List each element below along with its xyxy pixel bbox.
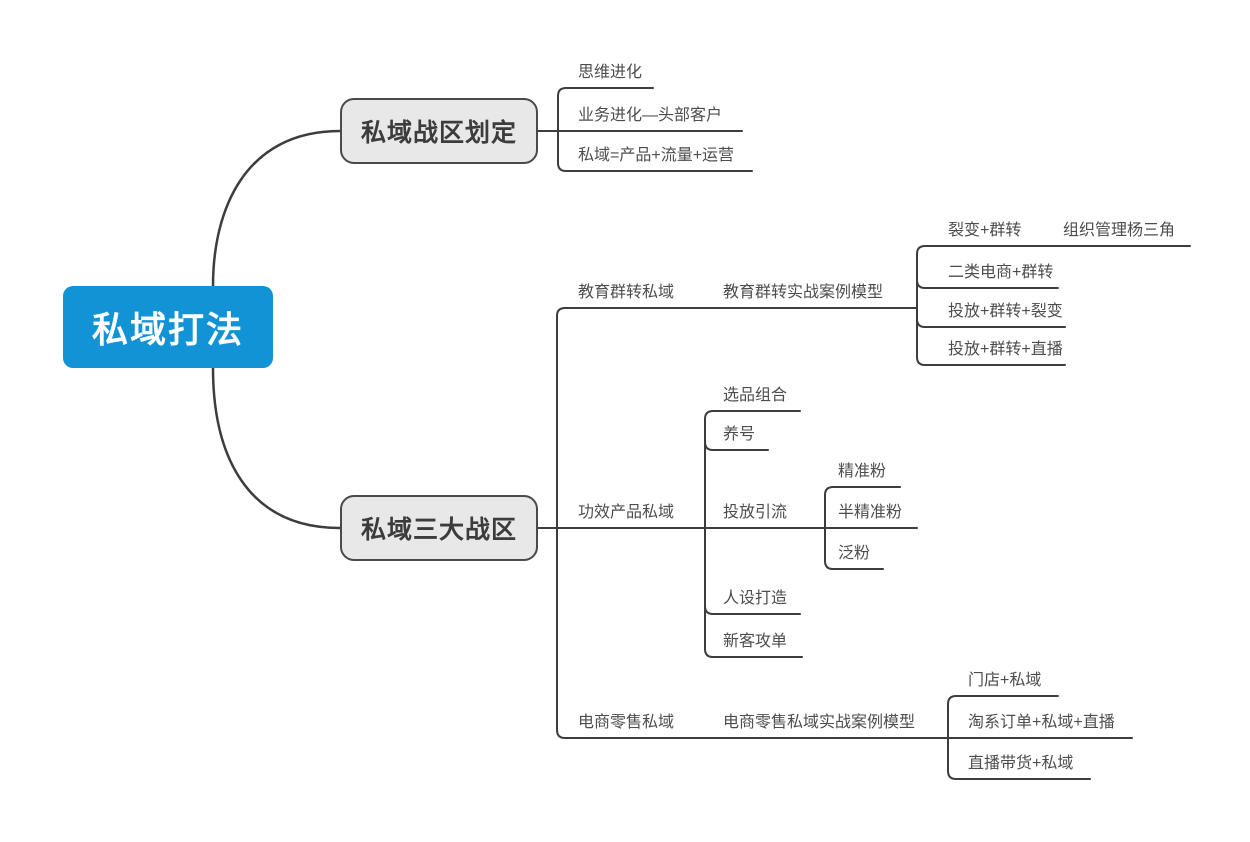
connector-new-customer-closing	[704, 648, 803, 658]
node-general-fans[interactable]: 泛粉	[838, 545, 871, 562]
connector-store-private	[947, 695, 1059, 705]
connector-ecommerce-retail	[556, 729, 946, 739]
node-org-management-triangle[interactable]: 组织管理杨三角	[1063, 222, 1176, 239]
connector-thinking-evolution	[557, 87, 654, 97]
node-efficacy-product[interactable]: 功效产品私域	[578, 504, 675, 521]
connector-ads-group-fission	[916, 318, 1066, 328]
node-education-case-models[interactable]: 教育群转实战案例模型	[723, 284, 884, 301]
node-education-group-conversion[interactable]: 教育群转私域	[578, 284, 675, 301]
node-ad-traffic[interactable]: 投放引流	[723, 504, 788, 521]
connector-account-nurturing	[704, 441, 769, 451]
branch-node-zone-division[interactable]: 私域战区划定	[340, 98, 538, 164]
connector-education-group	[556, 307, 917, 317]
node-livestream-sales-private[interactable]: 直播带货+私域	[968, 755, 1074, 772]
node-ecommerce-retail[interactable]: 电商零售私域	[578, 714, 675, 731]
connector-livestream-sales	[947, 770, 1091, 780]
node-precise-fans[interactable]: 精准粉	[838, 463, 887, 480]
connector-precise-fans	[824, 486, 901, 496]
node-business-evolution-head-clients[interactable]: 业务进化—头部客户	[578, 107, 723, 124]
connector-class2-ecommerce	[916, 279, 1059, 289]
node-new-customer-closing[interactable]: 新客攻单	[723, 633, 788, 650]
connector-private-domain-formula	[557, 162, 753, 172]
connector-persona-building	[704, 605, 801, 615]
connector-ads-group-livestream	[916, 356, 1066, 366]
connector-general-fans	[824, 560, 884, 570]
node-fission-group[interactable]: 裂变+群转	[948, 222, 1022, 239]
branch-node-three-war-zones[interactable]: 私域三大战区	[340, 495, 538, 561]
node-store-private[interactable]: 门店+私域	[968, 672, 1042, 689]
connector-root-to-three-war-zones	[211, 366, 342, 530]
node-account-nurturing[interactable]: 养号	[723, 426, 756, 443]
node-class2-ecommerce-group[interactable]: 二类电商+群转	[948, 264, 1054, 281]
connector-fission-group	[916, 245, 1191, 255]
node-persona-building[interactable]: 人设打造	[723, 590, 788, 607]
node-ads-group-livestream[interactable]: 投放+群转+直播	[948, 341, 1063, 358]
connector-product-selection	[704, 410, 801, 420]
node-private-domain-formula[interactable]: 私域=产品+流量+运营	[578, 147, 735, 164]
node-product-selection[interactable]: 选品组合	[723, 387, 788, 404]
node-semi-precise-fans[interactable]: 半精准粉	[838, 504, 903, 521]
node-thinking-evolution[interactable]: 思维进化	[578, 64, 643, 81]
node-ads-group-fission[interactable]: 投放+群转+裂变	[948, 303, 1063, 320]
node-taobao-orders-private-livestream[interactable]: 淘系订单+私域+直播	[968, 714, 1115, 731]
root-node[interactable]: 私域打法	[63, 286, 273, 368]
node-retail-case-models[interactable]: 电商零售私域实战案例模型	[723, 714, 916, 731]
connector-root-to-zone-division	[211, 129, 342, 288]
